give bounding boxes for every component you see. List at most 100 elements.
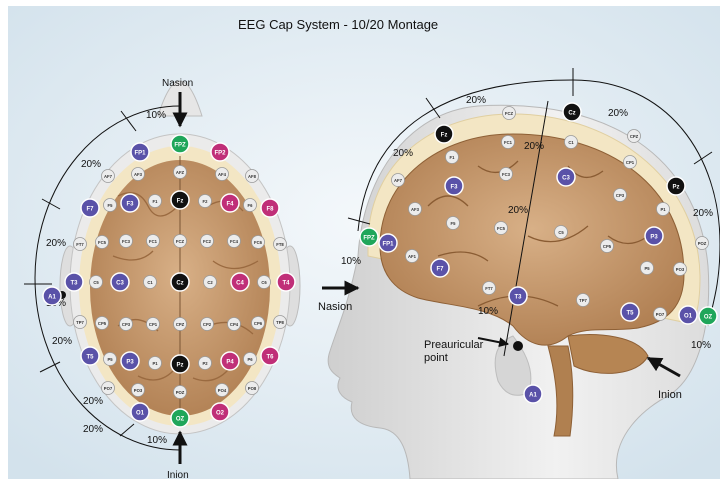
top-electrode-label-c3: C3 [116,281,124,287]
top-electrode-label-t3: T3 [70,281,78,287]
top-pct-5: 20% [52,336,72,347]
top-pct-1: 10% [146,110,166,121]
side-pct-4: 20% [393,148,413,159]
page-title: EEG Cap System - 10/20 Montage [238,17,438,32]
top-electrode-label-cz: Cz [176,281,183,287]
top-pct-8: 10% [147,435,167,446]
side-electrode-label-af7: AF7 [394,178,403,183]
side-electrode-label-cp1: CP1 [626,160,635,165]
side-preauricular-label-1: Preauricular [424,339,484,351]
side-pct-9: 10% [691,340,711,351]
top-pct-6: 20% [83,396,103,407]
side-electrode-label-fcz: FCZ [505,111,514,116]
top-electrode-label-t4: T4 [282,281,290,287]
side-electrode-label-fp1: FP1 [382,242,394,248]
side-electrode-label-t3: T3 [514,295,522,301]
top-electrode-label-af4: AF4 [218,172,227,177]
top-electrode-label-fc3: FC3 [122,239,131,244]
side-electrode-label-p5: P5 [644,266,650,271]
top-electrode-label-p2: P2 [202,361,208,366]
top-electrode-label-ft8: FT8 [276,242,284,247]
top-pct-7: 20% [83,424,103,435]
side-electrode-label-po7: PO7 [656,312,665,317]
side-electrode-label-cp3: CP3 [616,193,625,198]
top-electrode-label-po3: PO3 [134,388,143,393]
side-electrode-label-p1: P1 [660,207,666,212]
side-electrode-label-f5: F5 [451,221,457,226]
side-electrode-label-o1: O1 [684,314,693,320]
side-electrode-label-af3: AF3 [411,207,420,212]
top-electrode-label-t6: T6 [266,355,274,361]
top-electrode-label-f8: F8 [266,207,274,213]
top-electrode-label-fc6: FC6 [254,240,263,245]
top-electrode-label-afz: AFZ [176,170,185,175]
side-pct-1: 20% [466,95,486,106]
top-electrode-label-p4: P4 [226,360,234,366]
eeg-montage-diagram: EEG Cap System - 10/20 Montage Nasion In… [8,6,720,479]
top-electrode-label-tp7: TP7 [76,320,84,325]
side-electrode-label-tp7: TP7 [579,298,587,303]
top-electrode-label-fc1: FC1 [149,239,158,244]
top-electrode-label-po8: PO8 [248,386,257,391]
top-electrode-label-f5: F5 [108,203,114,208]
top-electrode-label-fp2: FP2 [214,151,226,157]
top-electrode-label-cp1: CP1 [149,322,158,327]
side-electrode-label-fpz: FPZ [363,236,375,242]
side-electrode-label-fc5: FC5 [497,226,506,231]
top-nasion-label: Nasion [162,78,193,89]
top-electrode-label-p6: P6 [247,357,253,362]
side-electrode-label-a1: A1 [529,393,537,399]
top-electrode-label-c4: C4 [236,281,244,287]
top-electrode-label-p5: P5 [107,357,113,362]
top-electrode-label-p1: P1 [152,361,158,366]
side-electrode-label-ft7: FT7 [485,286,493,291]
top-pct-2: 20% [81,159,101,170]
top-electrode-label-tp8: TP8 [276,320,284,325]
top-electrode-label-c6: C6 [261,280,267,285]
top-electrode-label-a1: A1 [48,295,56,301]
side-preauricular-label-2: point [424,352,448,364]
side-pct-6: 10% [341,256,361,267]
top-electrode-label-fp1: FP1 [134,151,146,157]
top-electrode-label-f7: F7 [86,207,94,213]
side-pct-5: 20% [508,205,528,216]
side-electrode-label-f1: F1 [450,155,456,160]
top-electrode-label-cp5: CP5 [98,321,107,326]
top-electrode-label-po7: PO7 [104,386,113,391]
side-nasion-label: Nasion [318,301,352,313]
top-electrode-label-fpz: FPZ [174,143,186,149]
side-electrode-label-f3: F3 [450,185,458,191]
top-electrode-label-cp6: CP6 [254,321,263,326]
side-pct-2: 20% [608,108,628,119]
side-electrode-label-cz: Cz [568,111,575,117]
top-electrode-label-fcz: FCZ [176,239,185,244]
side-electrode-label-pz: Pz [672,185,679,191]
top-electrode-label-ft7: FT7 [76,242,84,247]
side-electrode-label-fz: Fz [441,133,448,139]
top-electrode-label-af7: AF7 [104,174,113,179]
top-electrode-label-fc5: FC5 [98,240,107,245]
top-electrode-label-f3: F3 [126,202,134,208]
top-electrode-label-poz: POZ [176,390,185,395]
top-electrode-label-f1: F1 [153,199,159,204]
top-electrode-label-cp2: CP2 [203,322,212,327]
side-inion-label: Inion [658,389,682,401]
top-inion-label: Inion [167,470,189,479]
top-electrode-label-f4: F4 [226,202,234,208]
top-electrode-label-pz: Pz [176,363,183,369]
top-electrode-label-cp3: CP3 [122,322,131,327]
top-electrode-label-c1: C1 [147,280,153,285]
top-electrode-label-f6: F6 [248,203,254,208]
side-electrode-label-oz: OZ [704,315,713,321]
side-electrode-label-fc1: FC1 [504,140,513,145]
top-electrode-label-f2: F2 [203,199,209,204]
top-electrode-label-o1: O1 [136,411,145,417]
side-preauricular-dot [513,341,523,351]
top-electrode-label-cpz: CPZ [176,322,185,327]
top-electrode-label-c2: C2 [207,280,213,285]
side-electrode-label-c1: C1 [568,140,574,145]
side-pct-8: 10% [478,306,498,317]
top-electrode-label-oz: OZ [176,417,185,423]
side-electrode-label-af1: AF1 [408,254,417,259]
